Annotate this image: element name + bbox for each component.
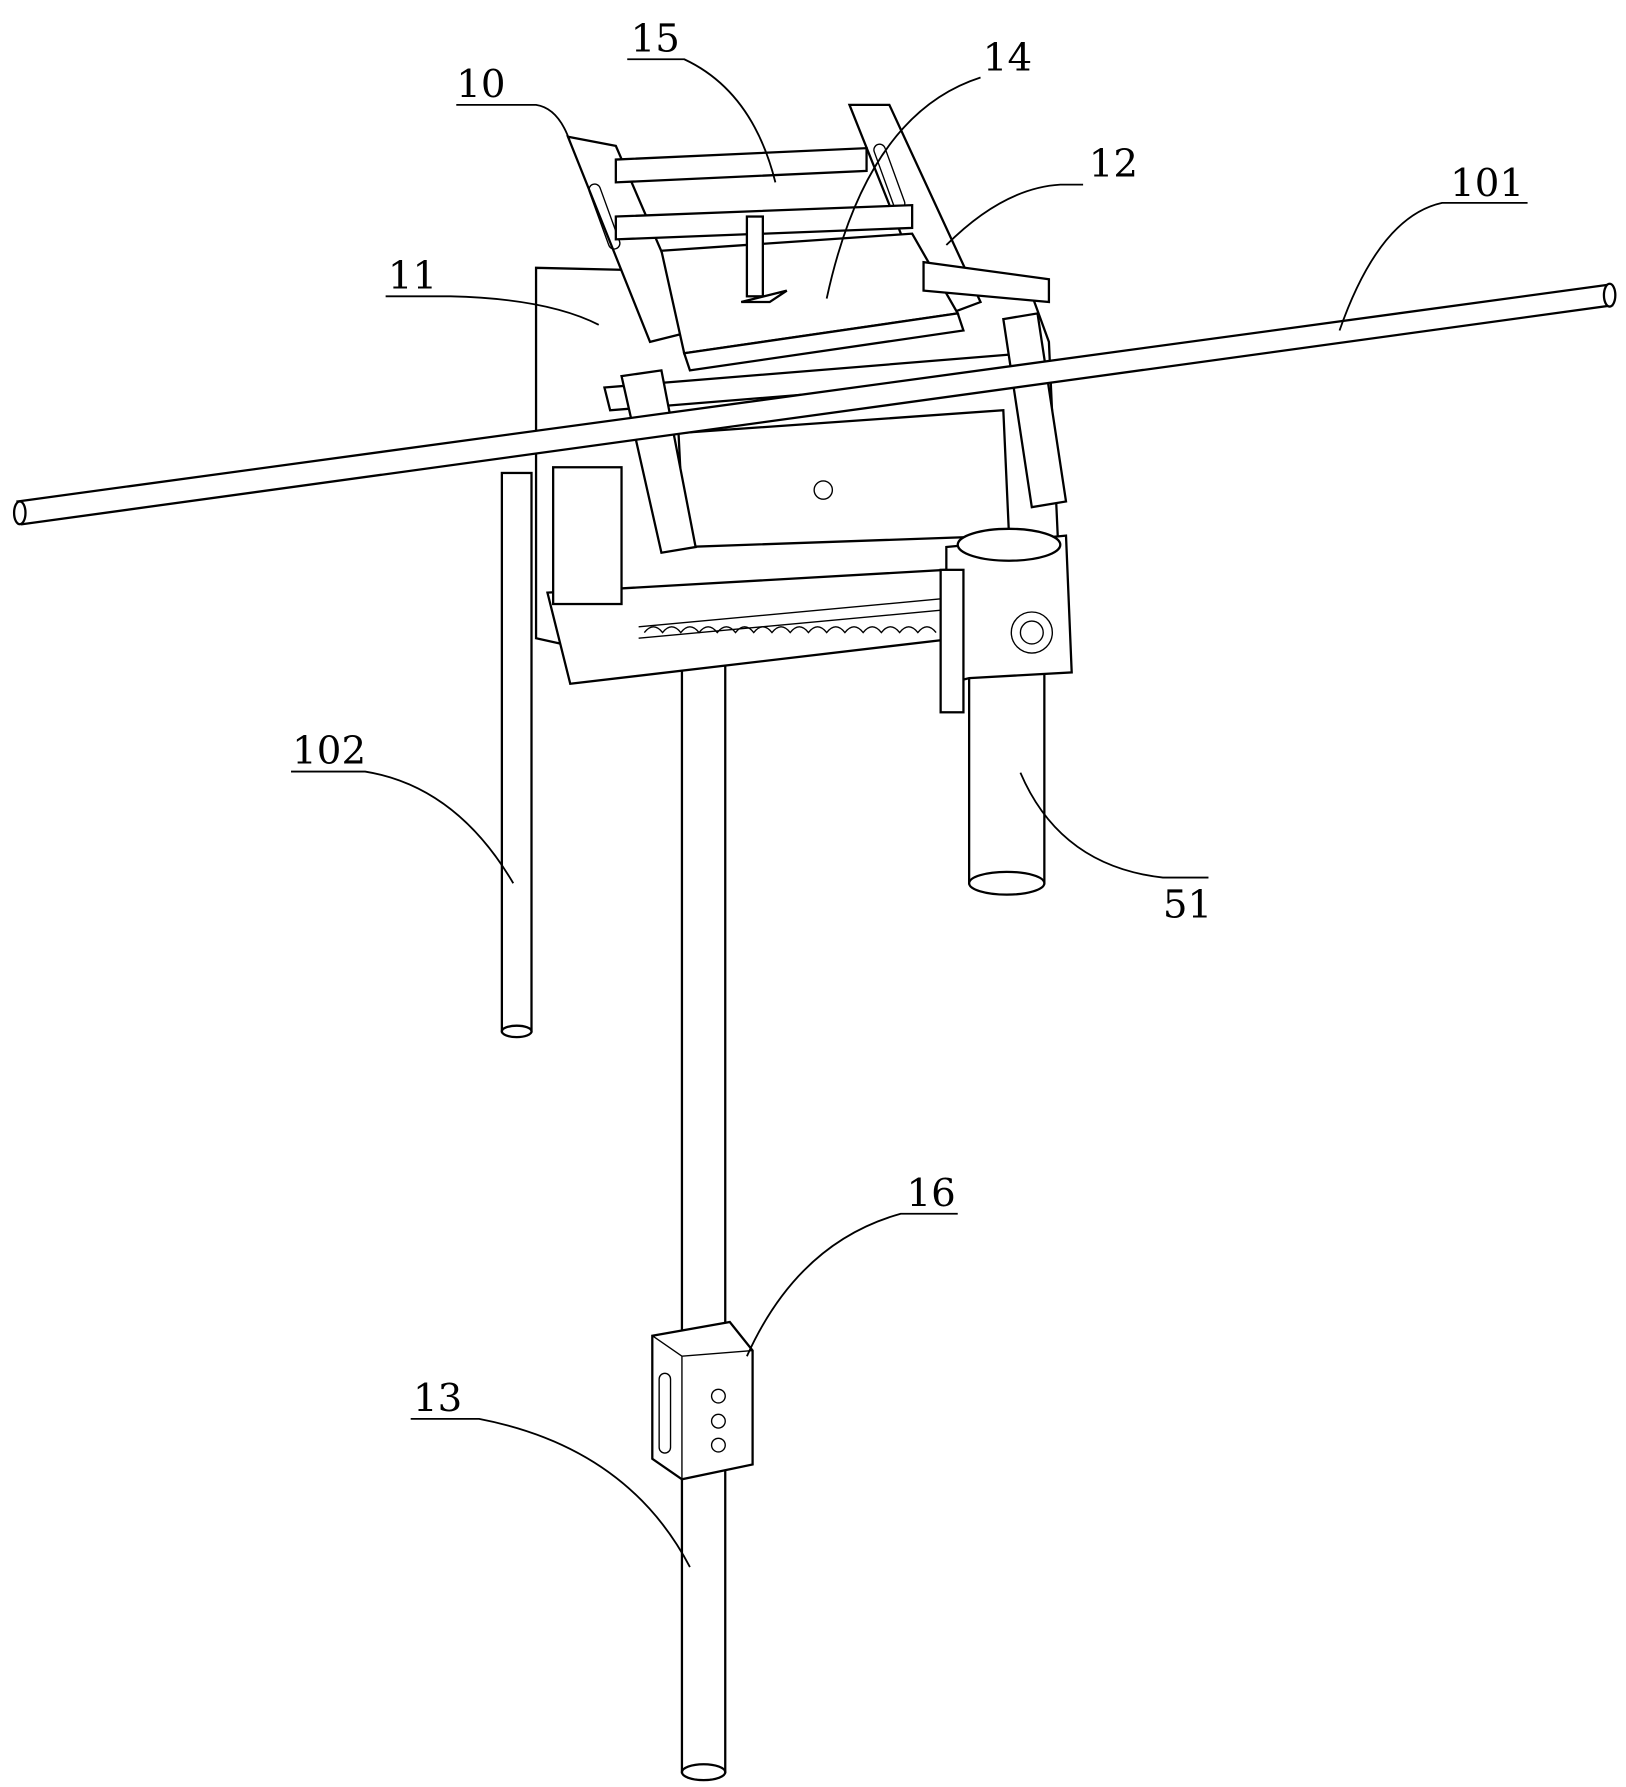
label-15: 15 xyxy=(631,16,680,61)
clamp-block-16 xyxy=(652,1322,752,1479)
leader-12 xyxy=(946,185,1083,245)
label-16: 16 xyxy=(906,1171,955,1216)
leader-16 xyxy=(747,1214,958,1356)
vertical-rod-13 xyxy=(682,644,725,1780)
leader-51 xyxy=(1020,773,1208,878)
label-10: 10 xyxy=(456,62,505,107)
label-102: 102 xyxy=(292,729,366,774)
leader-102 xyxy=(291,772,513,884)
label-14: 14 xyxy=(983,36,1032,81)
side-rod-102 xyxy=(502,473,532,1037)
leader-13 xyxy=(411,1419,690,1567)
label-13: 13 xyxy=(413,1376,462,1421)
label-11: 11 xyxy=(388,253,437,298)
label-101: 101 xyxy=(1450,161,1524,206)
label-12: 12 xyxy=(1089,142,1138,187)
label-51: 51 xyxy=(1163,882,1212,927)
leader-10 xyxy=(456,105,570,143)
